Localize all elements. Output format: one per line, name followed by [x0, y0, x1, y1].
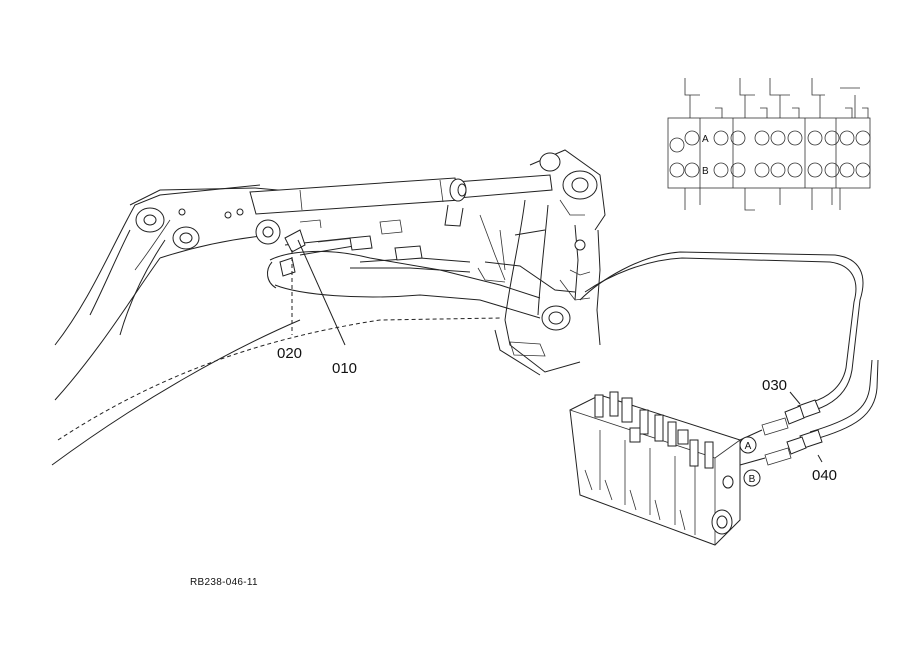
callout-010: 010 [332, 360, 357, 377]
control-valve-block [569, 391, 766, 546]
callout-020: 020 [277, 345, 302, 362]
port-b-marker: B [743, 469, 761, 487]
hose-assembly [579, 251, 879, 466]
port-a-marker: A [739, 436, 757, 454]
hydraulic-schematic: A B [667, 78, 871, 211]
boom-arm-assembly [51, 149, 606, 466]
schematic-port-a: A [702, 134, 709, 145]
callout-040: 040 [812, 467, 837, 484]
callout-030: 030 [762, 377, 787, 394]
port-a-label: A [745, 441, 752, 452]
leader-lines [291, 239, 346, 346]
port-b-label: B [749, 474, 756, 485]
schematic-port-b: B [702, 166, 709, 177]
drawing-code: RB238-046-11 [190, 577, 258, 588]
